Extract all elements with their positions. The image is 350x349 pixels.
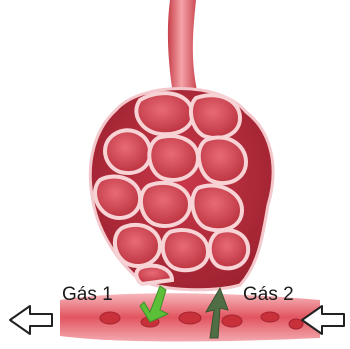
- gas-1-label: Gás 1: [62, 285, 113, 304]
- gas-2-label: Gás 2: [243, 285, 294, 304]
- left-flow-arrow-icon: [10, 306, 52, 334]
- bronchiole: [168, 0, 198, 100]
